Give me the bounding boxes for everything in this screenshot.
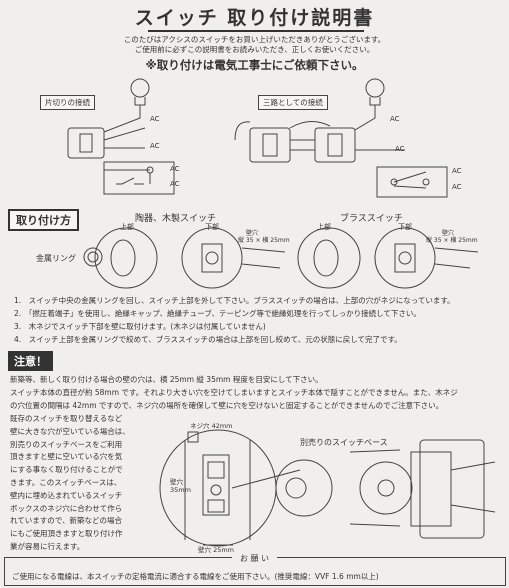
side-line: きます。このスイッチベースは、 bbox=[10, 477, 122, 487]
title-underline bbox=[148, 30, 364, 32]
side-line: ボックスのネジ穴に合わせて作ら bbox=[10, 503, 123, 513]
three-way-label: 三路としての接続 bbox=[258, 95, 328, 110]
ac-label: AC bbox=[150, 142, 160, 150]
bulb-icon bbox=[130, 78, 150, 98]
ac-label: AC bbox=[395, 145, 405, 153]
side-line: れていますので、新築などの場合 bbox=[10, 516, 122, 526]
ac-label: AC bbox=[390, 115, 400, 123]
lower-label: 下部 bbox=[205, 223, 219, 231]
ac-label: AC bbox=[452, 167, 462, 175]
request-text: ご使用になる電線は、本スイッチの定格電流に適合する電線をご使用下さい。(推奨電線… bbox=[12, 572, 379, 581]
caution-line: の穴位置の間隔は 42mm ですので、ネジ穴の場所を確保して壁に穴を空けないと固… bbox=[10, 401, 444, 410]
wall-hole-label: 壁穴 bbox=[442, 230, 455, 237]
side-line: 壁に大きな穴が空いている場合は、 bbox=[10, 426, 130, 436]
step-1: 1. スイッチ中央の金属リングを回し、スイッチ上部を外して下さい。ブラススイッチ… bbox=[14, 296, 455, 305]
step-4: 4. スイッチ上部を金属リングで絞めて、ブラススイッチの場合は上部を回し絞めて、… bbox=[14, 335, 402, 344]
intro-line-2: ご使用前に必ずこの説明書をお読みいただき、正しくお使いください。 bbox=[134, 45, 375, 54]
install-heading: 取り付け方 bbox=[8, 209, 79, 231]
caution-line: 新築等、新しく取り付ける場合の壁の穴は、横 25mm 縦 35mm 程度を目安に… bbox=[10, 375, 323, 384]
request-heading-text: お 願 い bbox=[231, 554, 278, 563]
document-title: スイッチ 取り付け説明書 bbox=[134, 7, 375, 29]
brass-switch-label: ブラススイッチ bbox=[340, 214, 403, 224]
upper-label: 上部 bbox=[120, 223, 134, 231]
wall-hole-v-label: 壁穴 35mm bbox=[170, 478, 191, 494]
side-line: 別売りのスイッチベースをご利用 bbox=[10, 439, 123, 449]
ceramic-switch-label: 陶器、木製スイッチ bbox=[135, 214, 217, 224]
step-2: 2. 「撚圧着端子」を使用し、絶縁キャップ、絶縁チューブ、テーピング等で絶縁処理… bbox=[14, 309, 421, 318]
side-line: 壁内に埋め込まれているスイッチ bbox=[10, 490, 123, 500]
wall-hole-h-label: 壁穴 25mm bbox=[198, 546, 235, 554]
side-line: 業が容易に行えます。 bbox=[10, 541, 85, 551]
side-text-block: 既存のスイッチを取り替えるなど 壁に大きな穴が空いている場合は、 別売りのスイッ… bbox=[10, 413, 165, 554]
electrician-notice: ※取り付けは電気工事士にご依頼下さい。 bbox=[145, 58, 364, 72]
upper-label: 上部 bbox=[317, 223, 331, 231]
ac-label: AC bbox=[170, 180, 180, 188]
caution-line: スイッチ本体の直径が約 58mm です。それより大きい穴を空けてしまいますとスイ… bbox=[10, 388, 458, 397]
wall-hole-label: 壁穴 bbox=[246, 230, 259, 237]
screw-pitch-label: ネジ穴 42mm bbox=[190, 422, 233, 430]
caution-heading: 注意！ bbox=[8, 351, 53, 371]
side-line: 頂きますと壁に空いている穴を気 bbox=[10, 452, 123, 462]
ac-label: AC bbox=[170, 165, 180, 173]
ac-label: AC bbox=[452, 183, 462, 191]
hole-size-label: 縦 35 × 横 25mm bbox=[426, 237, 478, 244]
intro-line-1: このたびはアクシスのスイッチをお買い上げいただきありがとうございます。 bbox=[123, 35, 386, 44]
step-3: 3. 木ネジでスイッチ下部を壁に取付けます。(木ネジは付属していません) bbox=[14, 322, 266, 331]
side-line: にもご使用頂きますと取り付け作 bbox=[10, 529, 123, 539]
side-line: にする事なく取り付けることがで bbox=[10, 465, 123, 475]
ac-label: AC bbox=[150, 115, 160, 123]
lower-label: 下部 bbox=[398, 223, 412, 231]
hole-size-label: 縦 35 × 横 25mm bbox=[238, 237, 290, 244]
bulb-icon-3way bbox=[365, 78, 385, 98]
side-line: 既存のスイッチを取り替えるなど bbox=[10, 414, 123, 423]
switch-base-label: 別売りのスイッチベース bbox=[300, 438, 388, 447]
metal-ring-label: 金属リング bbox=[36, 254, 76, 263]
request-heading: お 願 い bbox=[0, 553, 509, 564]
single-pole-label: 片切りの接続 bbox=[40, 95, 95, 110]
